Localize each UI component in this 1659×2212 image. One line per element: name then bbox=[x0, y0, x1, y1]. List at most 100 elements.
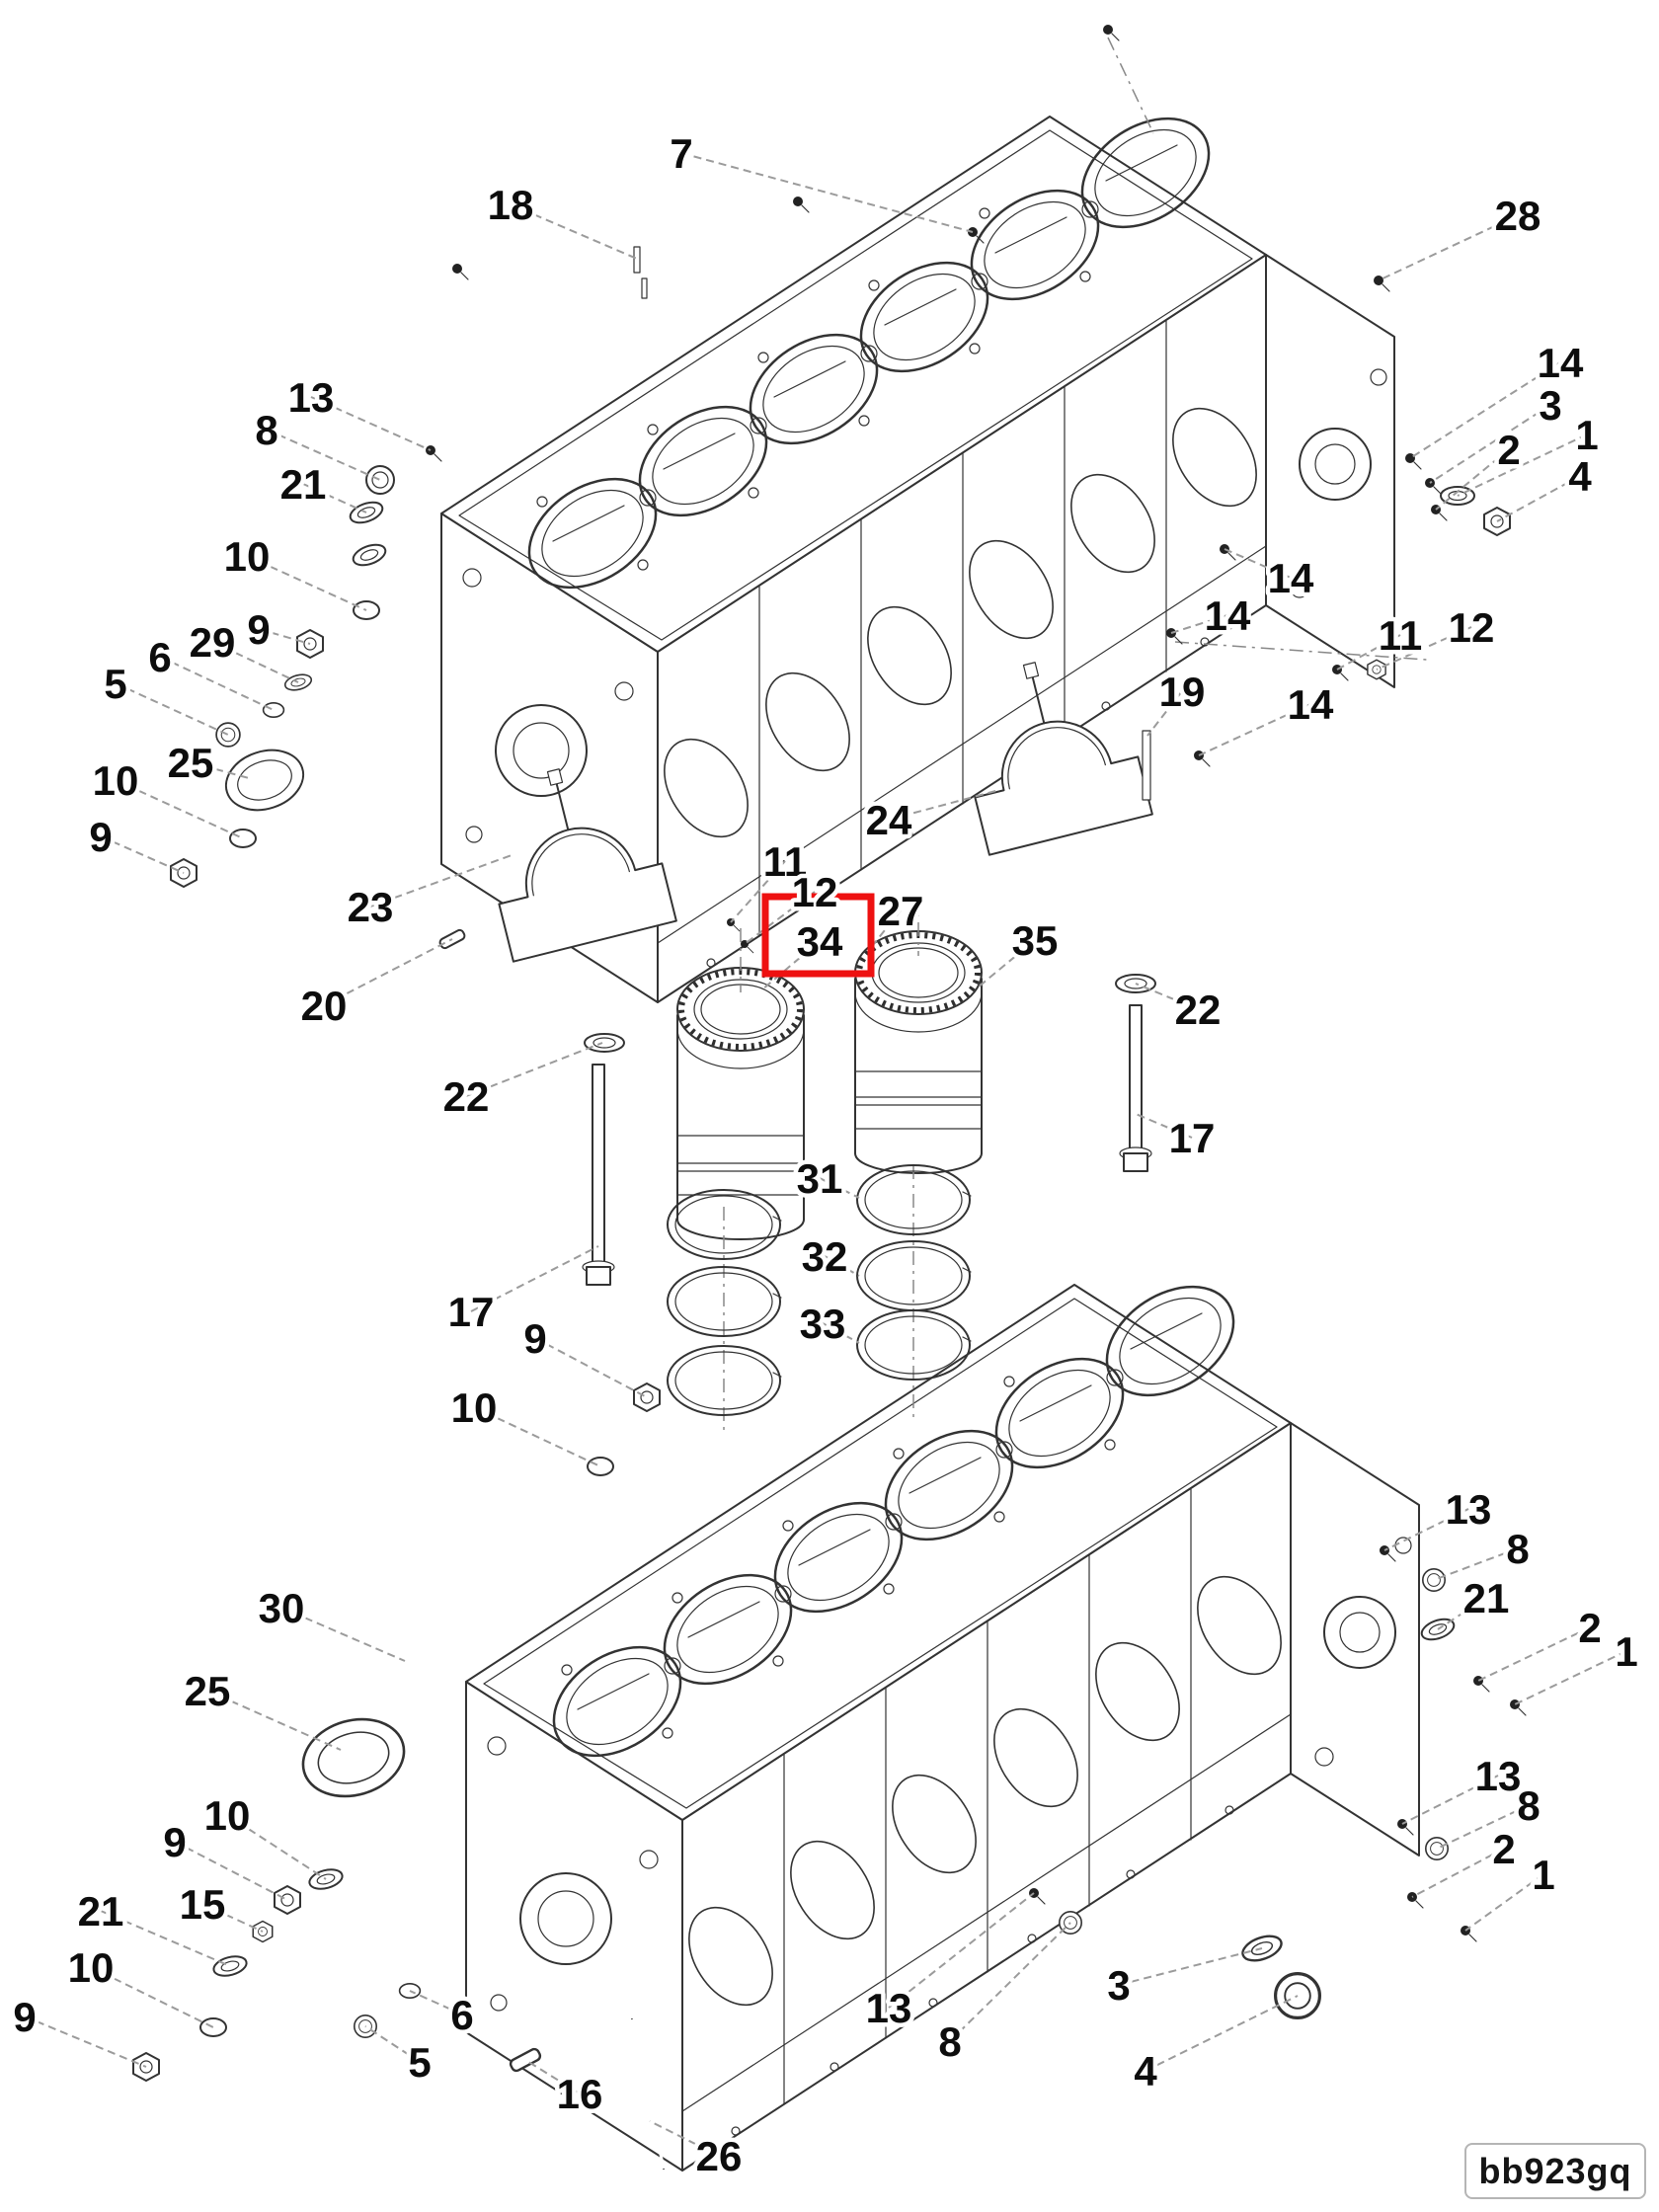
callout-label-4: 4 bbox=[1568, 453, 1592, 500]
hardware-bottom-center bbox=[353, 1983, 666, 2170]
cylinder-liner-right bbox=[854, 894, 983, 1174]
o-ring bbox=[587, 1457, 614, 1476]
callout-label-6: 6 bbox=[450, 1992, 473, 2038]
callout-label-8: 8 bbox=[1517, 1782, 1540, 1829]
callout-label-4: 4 bbox=[1134, 2048, 1157, 2094]
leader-line bbox=[100, 835, 185, 874]
callout-label-35: 35 bbox=[1012, 917, 1059, 964]
leader-line bbox=[90, 1966, 214, 2028]
leader-line bbox=[1496, 475, 1581, 522]
leader-line bbox=[174, 1841, 288, 1901]
leader-line bbox=[115, 779, 244, 839]
piston-ring-set-right bbox=[856, 1164, 972, 1422]
callout-label-9: 9 bbox=[247, 606, 270, 653]
hardware-top-right bbox=[1404, 452, 1511, 536]
leader-line bbox=[1170, 614, 1228, 634]
callout-label-25: 25 bbox=[168, 740, 214, 786]
callout-label-13: 13 bbox=[1475, 1753, 1522, 1799]
callout-label-8: 8 bbox=[255, 407, 277, 453]
leader-line bbox=[470, 1245, 599, 1312]
leader-line bbox=[822, 1322, 860, 1344]
leader-line bbox=[534, 1337, 648, 1398]
callout-label-15: 15 bbox=[180, 1881, 226, 1928]
leader-line bbox=[206, 1690, 342, 1751]
leader-line bbox=[190, 761, 250, 779]
callout-label-9: 9 bbox=[13, 1994, 36, 2040]
hardware-bottom-left bbox=[132, 1864, 346, 2082]
callout-label-9: 9 bbox=[523, 1315, 546, 1362]
callout-label-20: 20 bbox=[301, 983, 348, 1029]
callout-label-18: 18 bbox=[488, 182, 534, 228]
leader-line bbox=[473, 1406, 601, 1467]
callout-label-2: 2 bbox=[1497, 427, 1520, 473]
callout-label-32: 32 bbox=[802, 1233, 848, 1280]
drawing-code-watermark: bb923gq bbox=[1464, 2143, 1646, 2199]
leader-line bbox=[1135, 1113, 1193, 1139]
callout-label-2: 2 bbox=[1578, 1605, 1601, 1651]
callout-label-21: 21 bbox=[78, 1888, 124, 1935]
leader-line bbox=[1436, 1804, 1530, 1850]
leader-line bbox=[211, 641, 299, 683]
callout-label-10: 10 bbox=[451, 1384, 498, 1431]
callout-label-21: 21 bbox=[1463, 1575, 1510, 1621]
leader-line bbox=[258, 628, 311, 645]
callout-label-7: 7 bbox=[670, 130, 692, 177]
callout-label-13: 13 bbox=[866, 1985, 912, 2031]
leader-line bbox=[1198, 703, 1311, 756]
leader-line bbox=[1457, 434, 1588, 497]
main-bearing-bolt-right bbox=[1115, 974, 1156, 1172]
callout-label-9: 9 bbox=[89, 814, 112, 860]
leader-line bbox=[649, 2120, 720, 2157]
leader-lines-layer bbox=[24, 152, 1627, 2157]
leader-line bbox=[1383, 1508, 1469, 1551]
callout-label-28: 28 bbox=[1495, 193, 1541, 239]
deck-bolts bbox=[451, 24, 1390, 299]
callout-label-34: 34 bbox=[797, 918, 843, 965]
leader-line bbox=[465, 1042, 603, 1097]
callout-label-5: 5 bbox=[104, 661, 126, 707]
leader-line bbox=[246, 555, 367, 611]
callout-label-1: 1 bbox=[1615, 1628, 1637, 1675]
leader-line bbox=[159, 656, 275, 711]
leader-line bbox=[266, 429, 381, 481]
leader-line bbox=[1376, 626, 1472, 671]
leader-line bbox=[323, 938, 453, 1006]
callout-label-22: 22 bbox=[443, 1073, 490, 1120]
leader-line bbox=[1146, 690, 1183, 737]
callout-label-29: 29 bbox=[190, 619, 236, 666]
callout-label-23: 23 bbox=[348, 884, 394, 930]
leader-line bbox=[409, 1990, 463, 2015]
callout-label-10: 10 bbox=[93, 757, 139, 804]
callout-label-2: 2 bbox=[1492, 1826, 1515, 1872]
callout-label-19: 19 bbox=[1159, 669, 1206, 715]
highlight-layer bbox=[761, 893, 875, 978]
hardware-mid-right bbox=[1165, 543, 1428, 767]
callout-label-11: 11 bbox=[1379, 612, 1422, 659]
leader-line bbox=[824, 1255, 860, 1277]
leader-line bbox=[226, 1814, 327, 1880]
leader-line bbox=[1429, 404, 1551, 484]
leader-line bbox=[1437, 1597, 1487, 1630]
cap-stud bbox=[1142, 730, 1151, 801]
callout-label-13: 13 bbox=[288, 374, 335, 421]
leader-line bbox=[1464, 1873, 1544, 1932]
callout-label-14: 14 bbox=[1288, 681, 1334, 728]
leader-line bbox=[1145, 1995, 1299, 2072]
callout-label-14: 14 bbox=[1538, 340, 1584, 386]
leader-line bbox=[310, 396, 432, 451]
callout-label-16: 16 bbox=[557, 2071, 603, 2117]
nut bbox=[633, 1382, 661, 1412]
leader-line bbox=[730, 860, 786, 923]
leader-line bbox=[1477, 1626, 1591, 1682]
leader-line bbox=[364, 2025, 421, 2063]
leader-line bbox=[744, 891, 816, 945]
callout-label-31: 31 bbox=[797, 1155, 843, 1202]
leader-line bbox=[302, 483, 367, 514]
leader-line bbox=[280, 1607, 406, 1662]
leader-line bbox=[510, 203, 638, 260]
callout-label-9: 9 bbox=[163, 1819, 186, 1865]
main-bearing-bolt-left bbox=[582, 1033, 625, 1286]
callout-label-3: 3 bbox=[1539, 382, 1561, 429]
callout-label-21: 21 bbox=[280, 461, 327, 508]
